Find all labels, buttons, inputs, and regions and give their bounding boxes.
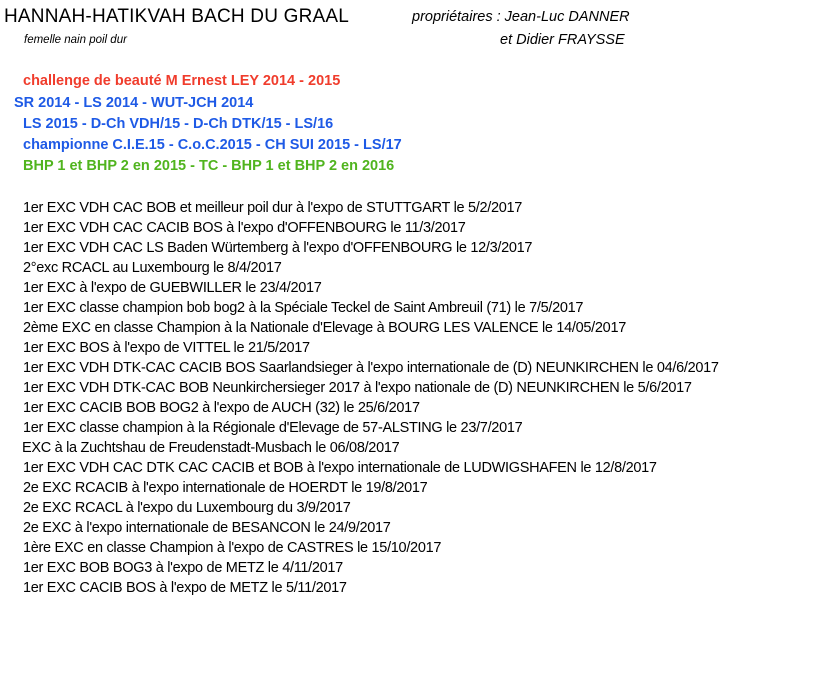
result-item: 1er EXC BOB BOG3 à l'expo de METZ le 4/1… bbox=[23, 560, 343, 576]
result-item: 2°exc RCACL au Luxembourg le 8/4/2017 bbox=[23, 260, 282, 276]
dog-name-title: HANNAH-HATIKVAH BACH DU GRAAL bbox=[4, 6, 350, 27]
title-line-2015: LS 2015 - D-Ch VDH/15 - D-Ch DTK/15 - LS… bbox=[23, 116, 334, 132]
result-item: EXC à la Zuchtshau de Freudenstadt-Musba… bbox=[22, 440, 400, 456]
result-item: 1er EXC CACIB BOS à l'expo de METZ le 5/… bbox=[23, 580, 347, 596]
title-line-challenge: challenge de beauté M Ernest LEY 2014 - … bbox=[23, 73, 341, 89]
result-item: 2e EXC RCACIB à l'expo internationale de… bbox=[23, 480, 428, 496]
title-line-bhp: BHP 1 et BHP 2 en 2015 - TC - BHP 1 et B… bbox=[23, 158, 395, 174]
result-item: 1er EXC classe champion à la Régionale d… bbox=[23, 420, 523, 436]
title-line-championne: championne C.I.E.15 - C.o.C.2015 - CH SU… bbox=[23, 137, 402, 153]
result-item: 1er EXC CACIB BOB BOG2 à l'expo de AUCH … bbox=[23, 400, 420, 416]
result-item: 1er EXC VDH DTK-CAC BOB Neunkirchersiege… bbox=[23, 380, 692, 396]
owners-line-2: et Didier FRAYSSE bbox=[500, 32, 625, 48]
result-item: 1er EXC BOS à l'expo de VITTEL le 21/5/2… bbox=[23, 340, 310, 356]
result-item: 1er EXC VDH DTK-CAC CACIB BOS Saarlandsi… bbox=[23, 360, 719, 376]
result-item: 1er EXC VDH CAC DTK CAC CACIB et BOB à l… bbox=[23, 460, 657, 476]
owners-line-1: propriétaires : Jean-Luc DANNER bbox=[412, 9, 630, 25]
result-item: 2e EXC à l'expo internationale de BESANC… bbox=[23, 520, 391, 536]
result-item: 1er EXC VDH CAC LS Baden Würtemberg à l'… bbox=[23, 240, 533, 256]
result-item: 1er EXC VDH CAC BOB et meilleur poil dur… bbox=[23, 200, 523, 216]
result-item: 1ère EXC en classe Champion à l'expo de … bbox=[23, 540, 442, 556]
result-item: 2ème EXC en classe Champion à la Nationa… bbox=[23, 320, 626, 336]
result-item: 1er EXC à l'expo de GUEBWILLER le 23/4/2… bbox=[23, 280, 322, 296]
title-line-2014: SR 2014 - LS 2014 - WUT-JCH 2014 bbox=[14, 95, 254, 111]
dog-description: femelle nain poil dur bbox=[24, 34, 127, 46]
result-item: 1er EXC VDH CAC CACIB BOS à l'expo d'OFF… bbox=[23, 220, 466, 236]
results-list: 1er EXC VDH CAC BOB et meilleur poil dur… bbox=[22, 198, 719, 598]
result-item: 2e EXC RCACL à l'expo du Luxembourg du 3… bbox=[23, 500, 351, 516]
result-item: 1er EXC classe champion bob bog2 à la Sp… bbox=[23, 300, 584, 316]
